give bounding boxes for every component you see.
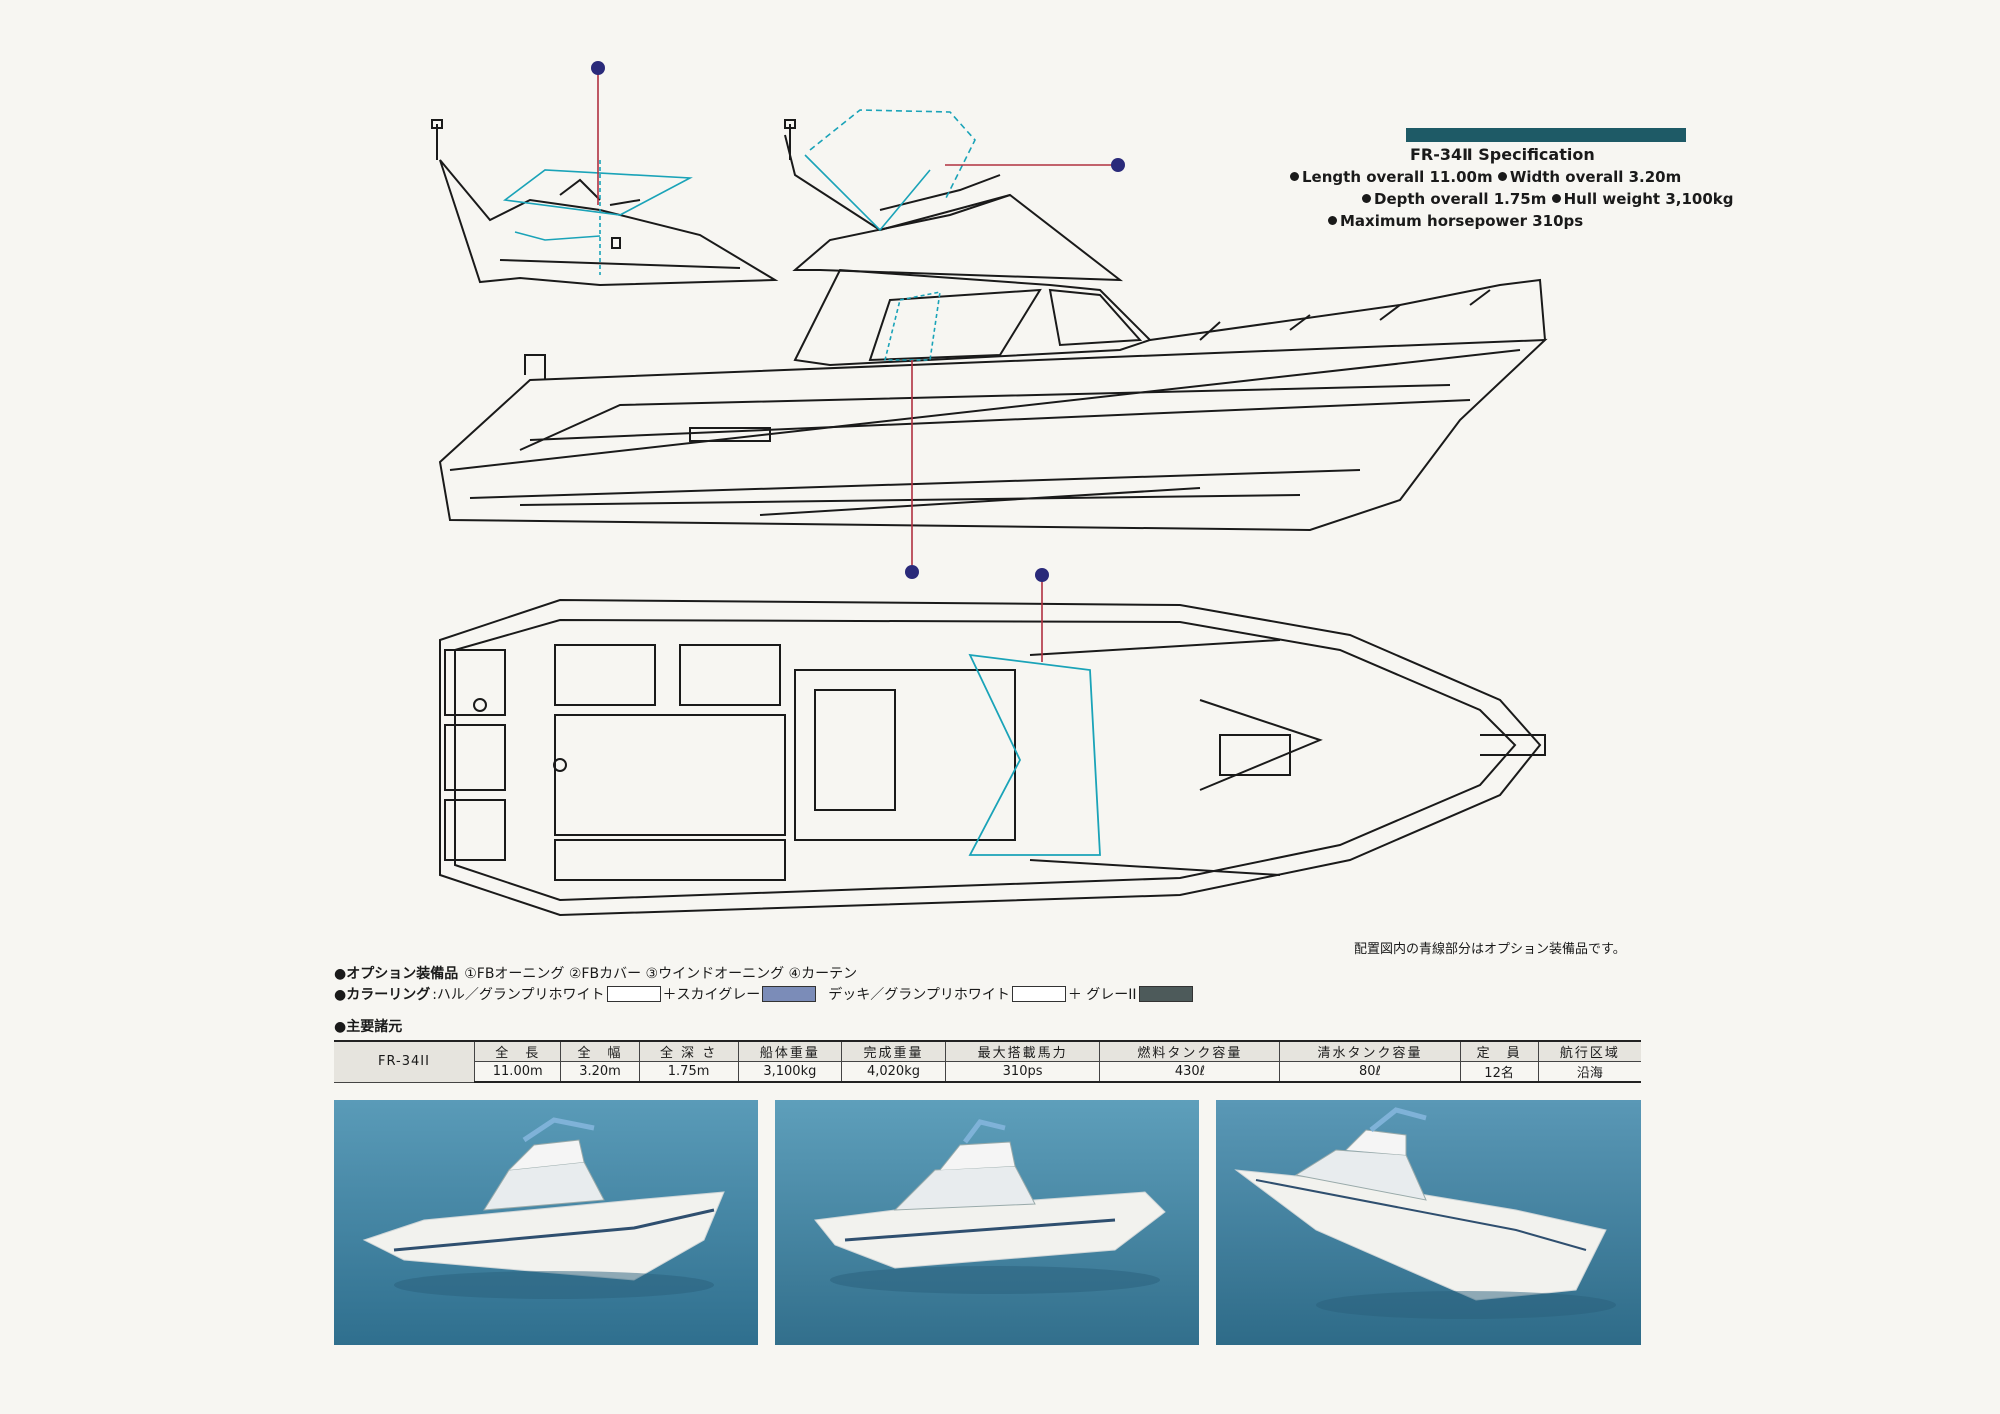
table-header: 全 長: [473, 1040, 561, 1062]
main-specs-heading: ●主要諸元: [334, 1019, 403, 1035]
table-cell: 430ℓ: [1099, 1061, 1280, 1083]
main-specs-table: FR-34II 全 長 全 幅 全 深 さ 船体重量 完成重量 最大搭載馬力 燃…: [334, 1040, 1641, 1083]
coloring-line: ●カラーリング :ハル／グランプリホワイト ＋スカイグレー デッキ／グランプリホ…: [334, 984, 1193, 1004]
options-label: ●オプション装備品: [334, 966, 459, 982]
flybridge-cover-detail: [431, 119, 779, 287]
bullet-icon: [1497, 172, 1507, 181]
bullet-icon: [1328, 216, 1337, 225]
table-cell: 3,100kg: [737, 1061, 842, 1083]
callout-4-dot: [905, 565, 919, 579]
spec-title: FR-34Ⅱ Specification: [1410, 145, 1595, 164]
options-items: ①FBオーニング ②FBカバー ③ウインドオーニング ④カーテン: [464, 966, 858, 982]
plan-view: [439, 598, 1546, 917]
table-header: 定 員: [1459, 1040, 1539, 1062]
table-cell: 4,020kg: [841, 1061, 946, 1083]
boat-photo-2: [775, 1100, 1199, 1345]
table-cell: 1.75m: [638, 1061, 739, 1083]
boat-line-drawings: [431, 61, 1548, 917]
callout-1-dot: [1111, 158, 1125, 172]
table-header-row: FR-34II 全 長 全 幅 全 深 さ 船体重量 完成重量 最大搭載馬力 燃…: [334, 1040, 1641, 1083]
coloring-plus-sky-grey: ＋スカイグレー: [662, 987, 761, 1003]
table-header: 船体重量: [737, 1040, 842, 1062]
spec-line-3: Maximum horsepower 310ps: [1328, 212, 1583, 230]
spec-depth: Depth overall 1.75m: [1374, 190, 1547, 208]
table-cell: 12名: [1459, 1061, 1539, 1083]
boat-photo-3: [1216, 1100, 1641, 1345]
table-header: 完成重量: [841, 1040, 946, 1062]
table-model: FR-34II: [334, 1040, 475, 1083]
table-header: 航行区域: [1537, 1040, 1641, 1062]
bullet-icon: [1362, 194, 1371, 203]
side-elevation: [438, 109, 1548, 532]
table-cell: 沿海: [1537, 1061, 1641, 1083]
table-header: 最大搭載馬力: [944, 1040, 1100, 1062]
table-cell: 11.00m: [473, 1061, 561, 1083]
coloring-deck: デッキ／グランプリホワイト: [828, 987, 1010, 1003]
table-header: 燃料タンク容量: [1099, 1040, 1280, 1062]
spec-title-bar: [1406, 128, 1686, 142]
spec-width: Width overall 3.20m: [1509, 168, 1682, 186]
spec-line-1: Length overall 11.00m Width overall 3.20…: [1290, 168, 1681, 186]
table-cell: 80ℓ: [1279, 1061, 1460, 1083]
callout-2-dot: [591, 61, 605, 75]
boat-photo-1: [334, 1100, 758, 1345]
table-header: 全 深 さ: [638, 1040, 739, 1062]
spec-length: Length overall 11.00m: [1302, 168, 1493, 186]
swatch-grandprix-white-deck: [1011, 986, 1066, 1002]
table-cell: 3.20m: [560, 1061, 640, 1083]
table-cell: 310ps: [944, 1061, 1100, 1083]
layout-note: 配置図内の青線部分はオプション装備品です。: [1354, 942, 1626, 957]
spec-max-horsepower: Maximum horsepower 310ps: [1340, 212, 1584, 230]
coloring-label: ●カラーリング: [334, 987, 431, 1003]
table-header: 全 幅: [560, 1040, 640, 1062]
options-line: ●オプション装備品 ①FBオーニング ②FBカバー ③ウインドオーニング ④カー…: [334, 963, 857, 983]
coloring-plus-grey2: ＋ グレーII: [1067, 987, 1137, 1003]
callout-3-dot: [1035, 568, 1049, 582]
swatch-grandprix-white-hull: [606, 986, 661, 1002]
table-row: 11.00m 3.20m 1.75m 3,100kg 4,020kg 310ps…: [334, 1061, 1641, 1083]
coloring-hull: :ハル／グランプリホワイト: [432, 987, 605, 1003]
swatch-grey2: [1138, 986, 1193, 1002]
spec-hull-weight: Hull weight 3,100kg: [1563, 190, 1734, 208]
bullet-icon: [1551, 194, 1561, 203]
spec-line-2: Depth overall 1.75m Hull weight 3,100kg: [1362, 190, 1733, 208]
bullet-icon: [1290, 172, 1299, 181]
table-header: 清水タンク容量: [1279, 1040, 1460, 1062]
swatch-sky-grey: [762, 986, 817, 1002]
